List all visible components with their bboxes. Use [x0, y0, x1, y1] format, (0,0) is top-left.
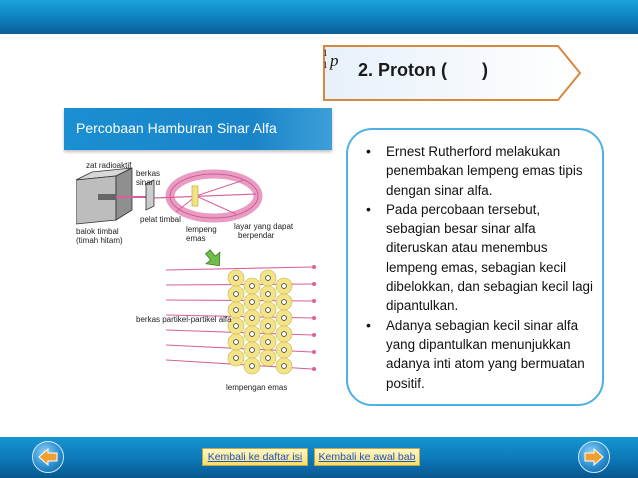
alpha-beam — [165, 266, 313, 271]
section-title: Percobaan Hamburan Sinar Alfa — [76, 120, 277, 136]
gold-nucleus — [281, 331, 287, 337]
gold-nucleus — [249, 299, 255, 305]
label-gold-foil-1: lempeng — [186, 225, 217, 234]
atomic-number: 1 — [323, 60, 328, 70]
gold-nucleus — [233, 355, 239, 361]
gold-nucleus — [233, 323, 239, 329]
rutherford-diagram: zat radioaktif berkas sinar α pelat timb… — [76, 161, 316, 392]
alpha-beam-tip — [312, 282, 316, 286]
right-arrow-icon — [584, 448, 604, 466]
gold-nucleus — [265, 339, 271, 345]
gold-nucleus — [281, 283, 287, 289]
proton-letter: p — [329, 51, 339, 70]
gold-nucleus — [281, 347, 287, 353]
next-button[interactable] — [578, 441, 610, 473]
label-beam-1: berkas — [136, 169, 160, 178]
gold-nucleus — [265, 355, 271, 361]
mass-number: 1 — [323, 48, 328, 58]
bullet-list: • Ernest Rutherford melakukan penembakan … — [362, 142, 594, 393]
title-banner-shape — [323, 45, 582, 101]
label-alpha-beams: berkas partikel-partikel alfa — [136, 315, 232, 324]
gold-nucleus — [281, 315, 287, 321]
bullet-dot: • — [366, 143, 371, 159]
label-gold-sheet: lempengan emas — [226, 383, 287, 392]
page-title: 2. Proton ( — [358, 60, 447, 80]
alpha-beam-tip — [312, 333, 316, 337]
alpha-beam-tip — [312, 265, 316, 269]
gold-nucleus — [281, 299, 287, 305]
gold-nucleus — [233, 307, 239, 313]
lead-block — [76, 167, 133, 225]
label-screen-2: berpendar — [238, 231, 275, 240]
chapter-start-link[interactable]: Kembali ke awal bab — [314, 448, 420, 466]
top-bar — [0, 0, 638, 34]
bullet-text: Pada percobaan tersebut, sebagian besar … — [386, 201, 593, 314]
gold-nucleus — [265, 323, 271, 329]
gold-nucleus — [265, 275, 271, 281]
alpha-beam-tip — [312, 299, 316, 303]
left-arrow-icon — [38, 448, 58, 466]
info-box: • Ernest Rutherford melakukan penembakan … — [346, 128, 604, 406]
gold-nucleus — [265, 307, 271, 313]
label-beam-2: sinar α — [136, 178, 161, 187]
section-banner: Percobaan Hamburan Sinar Alfa — [64, 108, 332, 150]
bullet-text: Adanya sebagian kecil sinar alfa yang di… — [386, 317, 585, 391]
label-radioactive: zat radioaktif — [86, 161, 132, 170]
gold-nucleus — [233, 339, 239, 345]
gold-nucleus — [265, 291, 271, 297]
prev-button[interactable] — [32, 441, 64, 473]
label-gold-foil-2: emas — [186, 234, 206, 243]
gold-nucleus — [249, 363, 255, 369]
gold-nucleus — [249, 347, 255, 353]
label-screen-1: layar yang dapat — [234, 222, 294, 231]
alpha-beam-tip — [312, 367, 316, 371]
proton-symbol: 1 1 p — [323, 48, 339, 70]
bullet-item: • Ernest Rutherford melakukan penembakan … — [362, 142, 594, 200]
gold-nucleus — [249, 331, 255, 337]
title-banner: 2. Proton ( 1 1 p ) — [322, 44, 582, 102]
gold-nucleus — [233, 291, 239, 297]
bullet-text: Ernest Rutherford melakukan penembakan l… — [386, 144, 583, 198]
zoom-arrow — [204, 249, 221, 267]
gold-nucleus — [249, 315, 255, 321]
bullet-dot: • — [366, 316, 371, 333]
gold-nucleus — [281, 363, 287, 369]
alpha-beam-tip — [312, 350, 316, 354]
label-lead-block-2: (timah hitam) — [76, 236, 123, 245]
alpha-beam-tip — [312, 316, 316, 320]
bullet-item: • Pada percobaan tersebut, sebagian besar… — [362, 200, 594, 316]
bullet-item: • Adanya sebagian kecil sinar alfa yang d… — [362, 316, 594, 393]
label-lead-plate: pelat timbal — [140, 215, 181, 224]
label-lead-block-1: balok timbal — [76, 227, 119, 236]
fluorescent-screen — [153, 169, 263, 223]
toc-link[interactable]: Kembali ke daftar isi — [202, 448, 308, 466]
gold-nucleus — [249, 283, 255, 289]
lead-plate — [145, 179, 155, 211]
bullet-dot: • — [366, 200, 371, 217]
gold-nucleus — [233, 275, 239, 281]
title-close-paren: ) — [482, 60, 488, 80]
gold-atoms — [227, 269, 293, 375]
